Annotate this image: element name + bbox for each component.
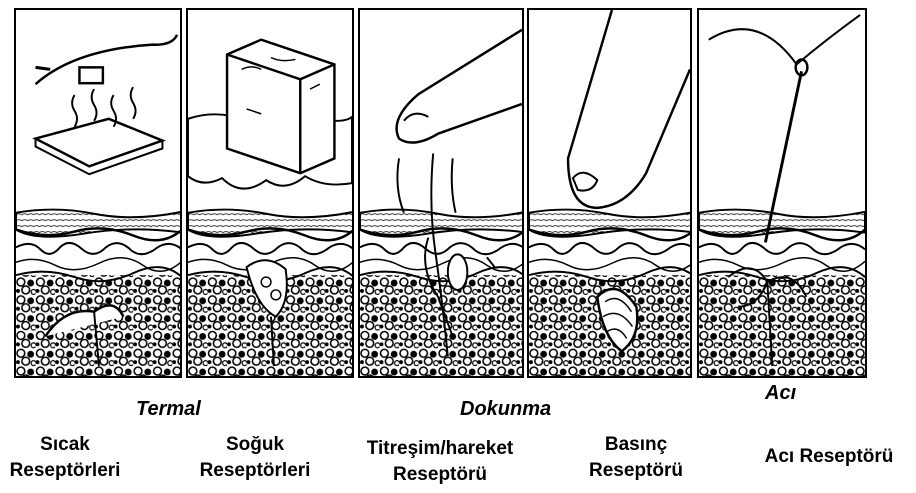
cold-receptor-panel [186, 8, 354, 378]
vibration-receptor-label: Titreşim/hareket Reseptörü [345, 436, 535, 488]
vibration-receptor-illustration [360, 10, 522, 376]
cold-receptors-label: Soğuk Reseptörleri [180, 432, 330, 484]
pain-receptor-panel [697, 8, 867, 378]
thermal-group-label: Termal [136, 398, 201, 421]
hot-receptors-label: Sıcak Reseptörleri [2, 432, 128, 484]
pain-group-label: Acı [765, 382, 796, 405]
touch-group-label: Dokunma [460, 398, 551, 421]
cold-receptor-illustration [188, 10, 352, 376]
pain-receptor-label: Acı Reseptörü [748, 444, 910, 470]
pressure-receptor-panel [527, 8, 692, 378]
vibration-receptor-panel [358, 8, 524, 378]
hot-receptor-illustration [16, 10, 180, 376]
pain-receptor-illustration [699, 10, 865, 376]
pressure-receptor-label: Basınç Reseptörü [576, 432, 696, 484]
pressure-receptor-illustration [529, 10, 690, 376]
hot-receptor-panel [14, 8, 182, 378]
